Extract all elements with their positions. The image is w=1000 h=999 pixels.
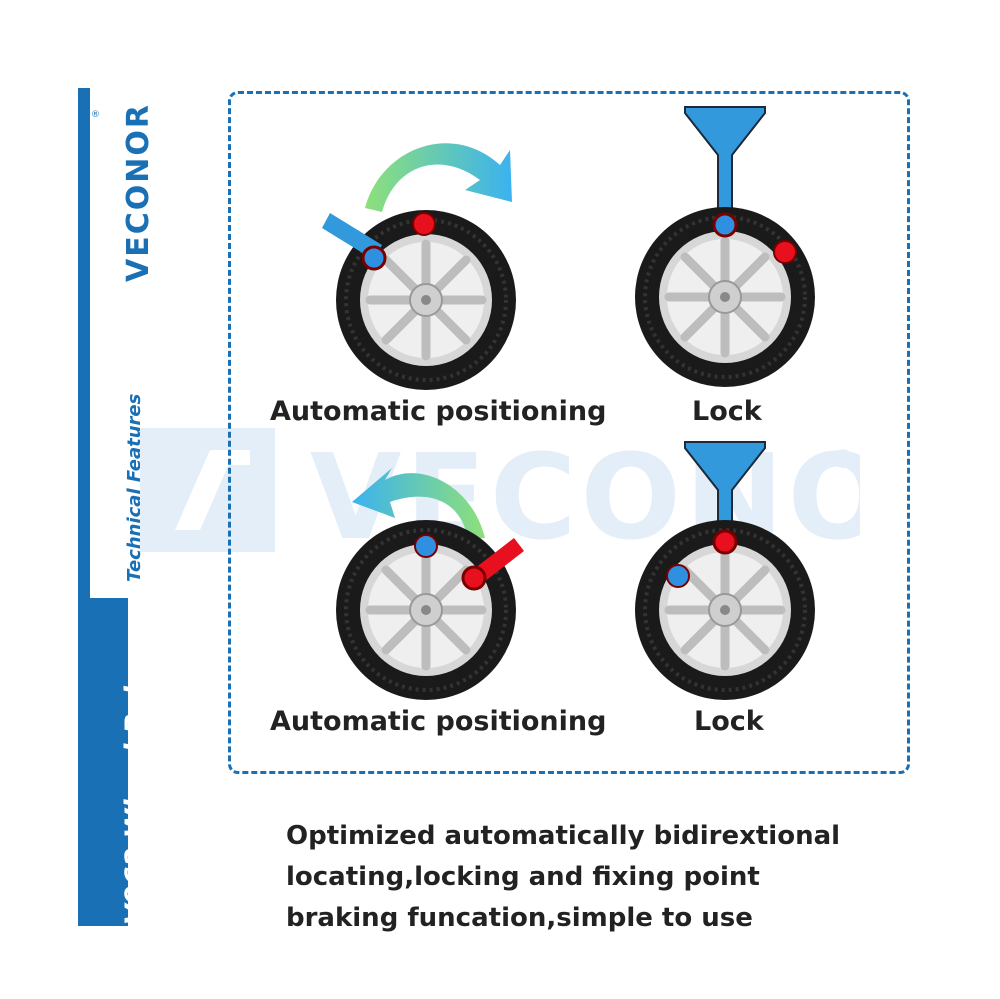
brand-logo: VECONOR (121, 103, 156, 282)
panel-lock-2 (635, 441, 815, 700)
panel-auto-positioning-ccw (336, 468, 524, 700)
watermark-registered-mark: ® (830, 445, 856, 475)
red-marker (412, 212, 436, 236)
sidebar-logo-area (90, 88, 128, 598)
description-line-1: Optimized automatically bidirextional (286, 821, 841, 851)
tire-icon (336, 520, 516, 700)
blue-marker (712, 212, 738, 238)
rotate-clockwise-arrow-icon (365, 143, 512, 212)
blue-marker (666, 564, 690, 588)
caption-auto-positioning-1: Automatic positioning (270, 396, 607, 427)
panel-auto-positioning-cw (322, 143, 516, 390)
description-line-2: locating,locking and fixing point (286, 862, 760, 892)
blue-marker (414, 534, 438, 558)
description-line-3: braking funcation,simple to use (286, 903, 753, 933)
tire-icon (635, 207, 815, 387)
rotate-counterclockwise-arrow-icon (352, 468, 485, 540)
blue-marker (361, 245, 387, 271)
lock-wedge-icon (684, 106, 766, 221)
feature-description: Optimized automatically bidirextional lo… (286, 816, 840, 939)
panel-lock-1 (635, 106, 815, 387)
feature-frame (228, 91, 910, 774)
brand-registered-mark: ® (91, 110, 100, 120)
caption-lock-2: Lock (694, 706, 764, 737)
product-title: V962 Wheel Balancer (120, 600, 151, 925)
red-marker (773, 240, 797, 264)
red-marker (461, 565, 487, 591)
caption-lock-1: Lock (692, 396, 762, 427)
caption-auto-positioning-2: Automatic positioning (270, 706, 607, 737)
red-marker (712, 529, 738, 555)
